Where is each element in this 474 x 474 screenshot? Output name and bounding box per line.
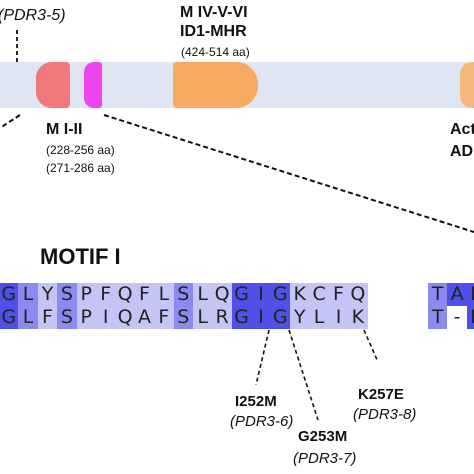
- alignment-residue: K: [466, 283, 474, 306]
- right-label-line2: AD: [450, 143, 474, 160]
- alignment-residue: G: [270, 306, 290, 329]
- alignment-residue: I: [328, 306, 349, 329]
- alignment-residue: G: [231, 306, 252, 329]
- alignment-residue: G: [0, 306, 19, 329]
- alignment-residue: F: [328, 283, 349, 306]
- alignment-residue: L: [193, 283, 213, 306]
- mutation-k257e-allele: (PDR3-8): [353, 406, 417, 423]
- alignment-residue: L: [154, 283, 174, 306]
- motif-i-title: MOTIF I: [40, 244, 121, 269]
- alignment-residue: I: [251, 283, 271, 306]
- alignment-residue: A: [134, 306, 155, 329]
- alignment-residue: I: [251, 306, 271, 329]
- g253m-dash: [288, 329, 319, 421]
- alignment-residue: G: [231, 283, 252, 306]
- alignment-residue: L: [193, 306, 213, 329]
- motif-12-title: M I-II: [46, 121, 83, 138]
- alignment-residue: G: [270, 283, 290, 306]
- alignment-residue: S: [57, 306, 77, 329]
- mutation-i252m-name: I252M: [235, 393, 277, 410]
- i252m-dash: [255, 329, 270, 386]
- alignment-residue: Q: [348, 283, 368, 306]
- motif-1-segment: [36, 62, 70, 108]
- alignment-residue: A: [447, 283, 467, 306]
- alignment-residue: T: [428, 283, 448, 306]
- k257e-dash: [363, 329, 379, 363]
- motif-12-range-1: (228-256 aa): [46, 143, 115, 157]
- alignment-residue: R: [212, 306, 232, 329]
- alignment-residue: K: [290, 283, 310, 306]
- zoom-right-dash: [103, 114, 474, 233]
- mutation-k257e-name: K257E: [358, 386, 404, 403]
- motif-456-segment: [173, 62, 258, 108]
- alignment-residue: S: [57, 283, 77, 306]
- alignment-residue: F: [37, 306, 58, 329]
- mutation-i252m-allele: (PDR3-6): [230, 413, 294, 430]
- alignment-residue: G: [0, 283, 19, 306]
- alignment-residue: F: [134, 283, 155, 306]
- alignment-residue: L: [18, 283, 38, 306]
- alignment-residue: P: [76, 306, 96, 329]
- motif-456-title: M IV-V-VI: [180, 4, 248, 21]
- mutation-g253m-allele: (PDR3-7): [293, 450, 357, 467]
- motif-right-segment: [460, 62, 474, 108]
- mutation-g253m-name: G253M: [298, 428, 348, 445]
- motif-2-segment: [84, 62, 102, 108]
- zoom-left-dash: [0, 114, 21, 129]
- alignment-residue: F: [154, 306, 174, 329]
- alignment-residue: Q: [115, 306, 135, 329]
- right-alignment: TAKT-K: [428, 283, 474, 329]
- alignment-residue: P: [76, 283, 96, 306]
- alignment-residue: Y: [290, 306, 310, 329]
- alignment-residue: F: [96, 283, 116, 306]
- alignment-residue: S: [173, 283, 193, 306]
- alignment-residue: Q: [212, 283, 232, 306]
- alignment-residue: -: [447, 306, 467, 329]
- alignment-residue: T: [428, 306, 448, 329]
- alignment-residue: L: [18, 306, 38, 329]
- motif-456-subtitle: ID1-MHR: [180, 23, 247, 40]
- alignment-residue: I: [96, 306, 116, 329]
- right-label-line1: Act: [450, 121, 474, 138]
- alignment-residue: L: [309, 306, 329, 329]
- motif-12-range-2: (271-286 aa): [46, 161, 115, 175]
- alignment-residue: Y: [37, 283, 58, 306]
- pdr3-5-label: (PDR3-5): [0, 7, 66, 24]
- alignment-residue: S: [173, 306, 193, 329]
- alignment-residue: C: [309, 283, 329, 306]
- alignment-residue: K: [348, 306, 368, 329]
- alignment-residue: K: [466, 306, 474, 329]
- alignment-residue: Q: [115, 283, 135, 306]
- motif-456-range: (424-514 aa): [181, 45, 250, 59]
